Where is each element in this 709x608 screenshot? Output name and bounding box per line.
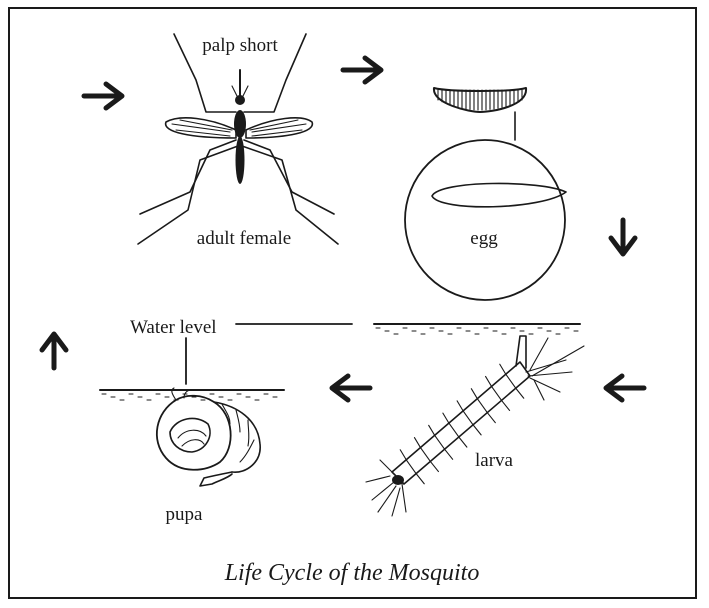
arrow-down bbox=[611, 220, 635, 254]
egg-illustration bbox=[405, 88, 566, 300]
arrow-left-2 bbox=[332, 376, 370, 400]
diagram-caption: Life Cycle of the Mosquito bbox=[224, 560, 480, 586]
label-egg: egg bbox=[470, 228, 498, 249]
water-surface-larva bbox=[374, 324, 580, 334]
arrow-right-2 bbox=[343, 58, 381, 82]
label-adult-female: adult female bbox=[197, 228, 291, 249]
adult-mosquito-illustration bbox=[138, 34, 338, 244]
label-palp-short: palp short bbox=[202, 35, 278, 56]
label-water-level: Water level bbox=[130, 317, 217, 338]
arrow-up bbox=[42, 334, 66, 368]
label-pupa: pupa bbox=[166, 504, 204, 525]
label-larva: larva bbox=[475, 450, 514, 471]
pupa-illustration bbox=[157, 388, 260, 486]
arrow-right-1 bbox=[84, 84, 122, 108]
larva-illustration bbox=[366, 336, 584, 516]
arrow-left-1 bbox=[606, 376, 644, 400]
